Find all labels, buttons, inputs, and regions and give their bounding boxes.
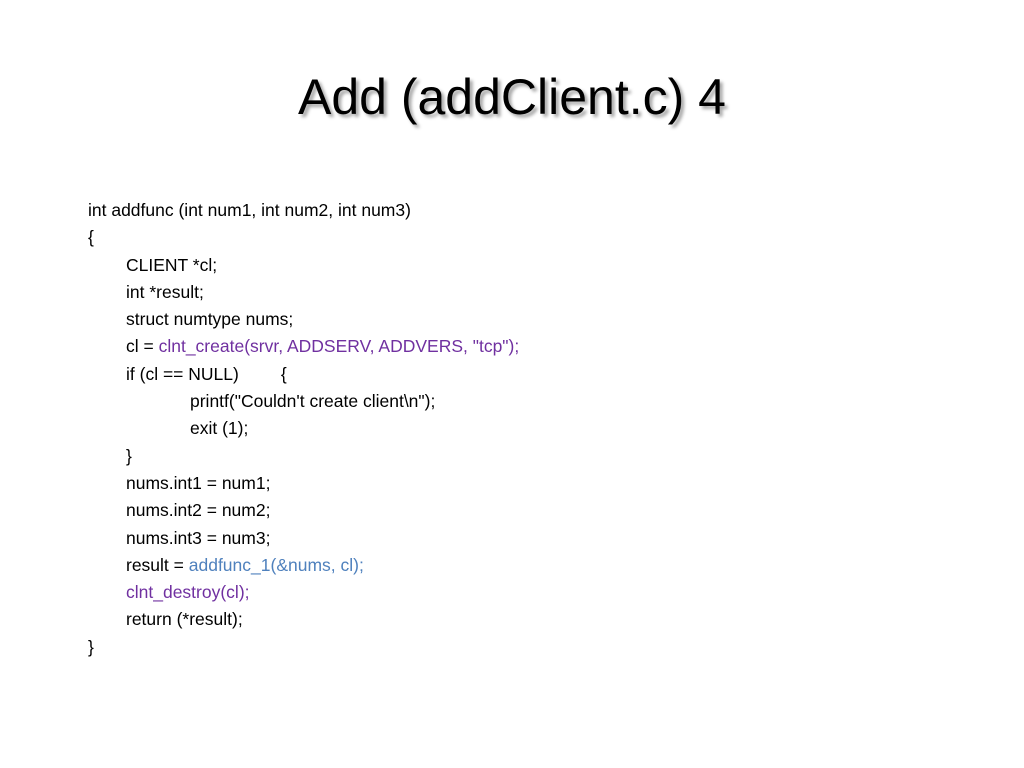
declaration-nums: struct numtype nums; [126, 309, 294, 330]
exit-call: exit (1); [190, 418, 249, 439]
return-statement: return (*result); [126, 609, 243, 630]
if-condition: if (cl == NULL) [126, 363, 239, 384]
code-line: int *result; [88, 279, 988, 306]
printf-call: printf("Couldn't create client\n"); [190, 391, 436, 412]
code-line: if (cl == NULL) { [88, 361, 988, 388]
code-line: printf("Couldn't create client\n"); [88, 388, 988, 415]
code-line: result = addfunc_1(&nums, cl); [88, 552, 988, 579]
slide-title: Add (addClient.c) 4 [297, 69, 726, 125]
code-line: cl = clnt_create(srvr, ADDSERV, ADDVERS,… [88, 333, 988, 360]
code-line: nums.int3 = num3; [88, 525, 988, 552]
code-line: exit (1); [88, 415, 988, 442]
if-close-brace: } [126, 445, 132, 466]
code-line: nums.int2 = num2; [88, 497, 988, 524]
close-brace: } [88, 636, 94, 657]
assign-int2: nums.int2 = num2; [126, 500, 271, 521]
code-line: nums.int1 = num1; [88, 470, 988, 497]
code-line: } [88, 443, 988, 470]
code-block: int addfunc (int num1, int num2, int num… [88, 197, 988, 661]
clnt-create-call: clnt_create(srvr, ADDSERV, ADDVERS, "tcp… [158, 336, 520, 357]
clnt-destroy-call: clnt_destroy(cl); [126, 582, 250, 603]
code-line: int addfunc (int num1, int num2, int num… [88, 197, 988, 224]
code-line: struct numtype nums; [88, 306, 988, 333]
assign-int3: nums.int3 = num3; [126, 527, 271, 548]
addfunc-call: addfunc_1(&nums, cl); [188, 554, 364, 575]
declaration-result: int *result; [126, 281, 204, 302]
open-brace: { [88, 227, 94, 248]
if-open-brace: { [280, 363, 287, 384]
declaration-client: CLIENT *cl; [126, 254, 218, 275]
result-prefix: result = [126, 554, 189, 575]
code-line: CLIENT *cl; [88, 252, 988, 279]
assign-int1: nums.int1 = num1; [126, 472, 271, 493]
code-line: { [88, 224, 988, 251]
code-line: } [88, 634, 988, 661]
code-line: clnt_destroy(cl); [88, 579, 988, 606]
function-signature: int addfunc (int num1, int num2, int num… [88, 200, 411, 220]
code-line: return (*result); [88, 606, 988, 633]
assign-prefix: cl = [126, 336, 159, 357]
